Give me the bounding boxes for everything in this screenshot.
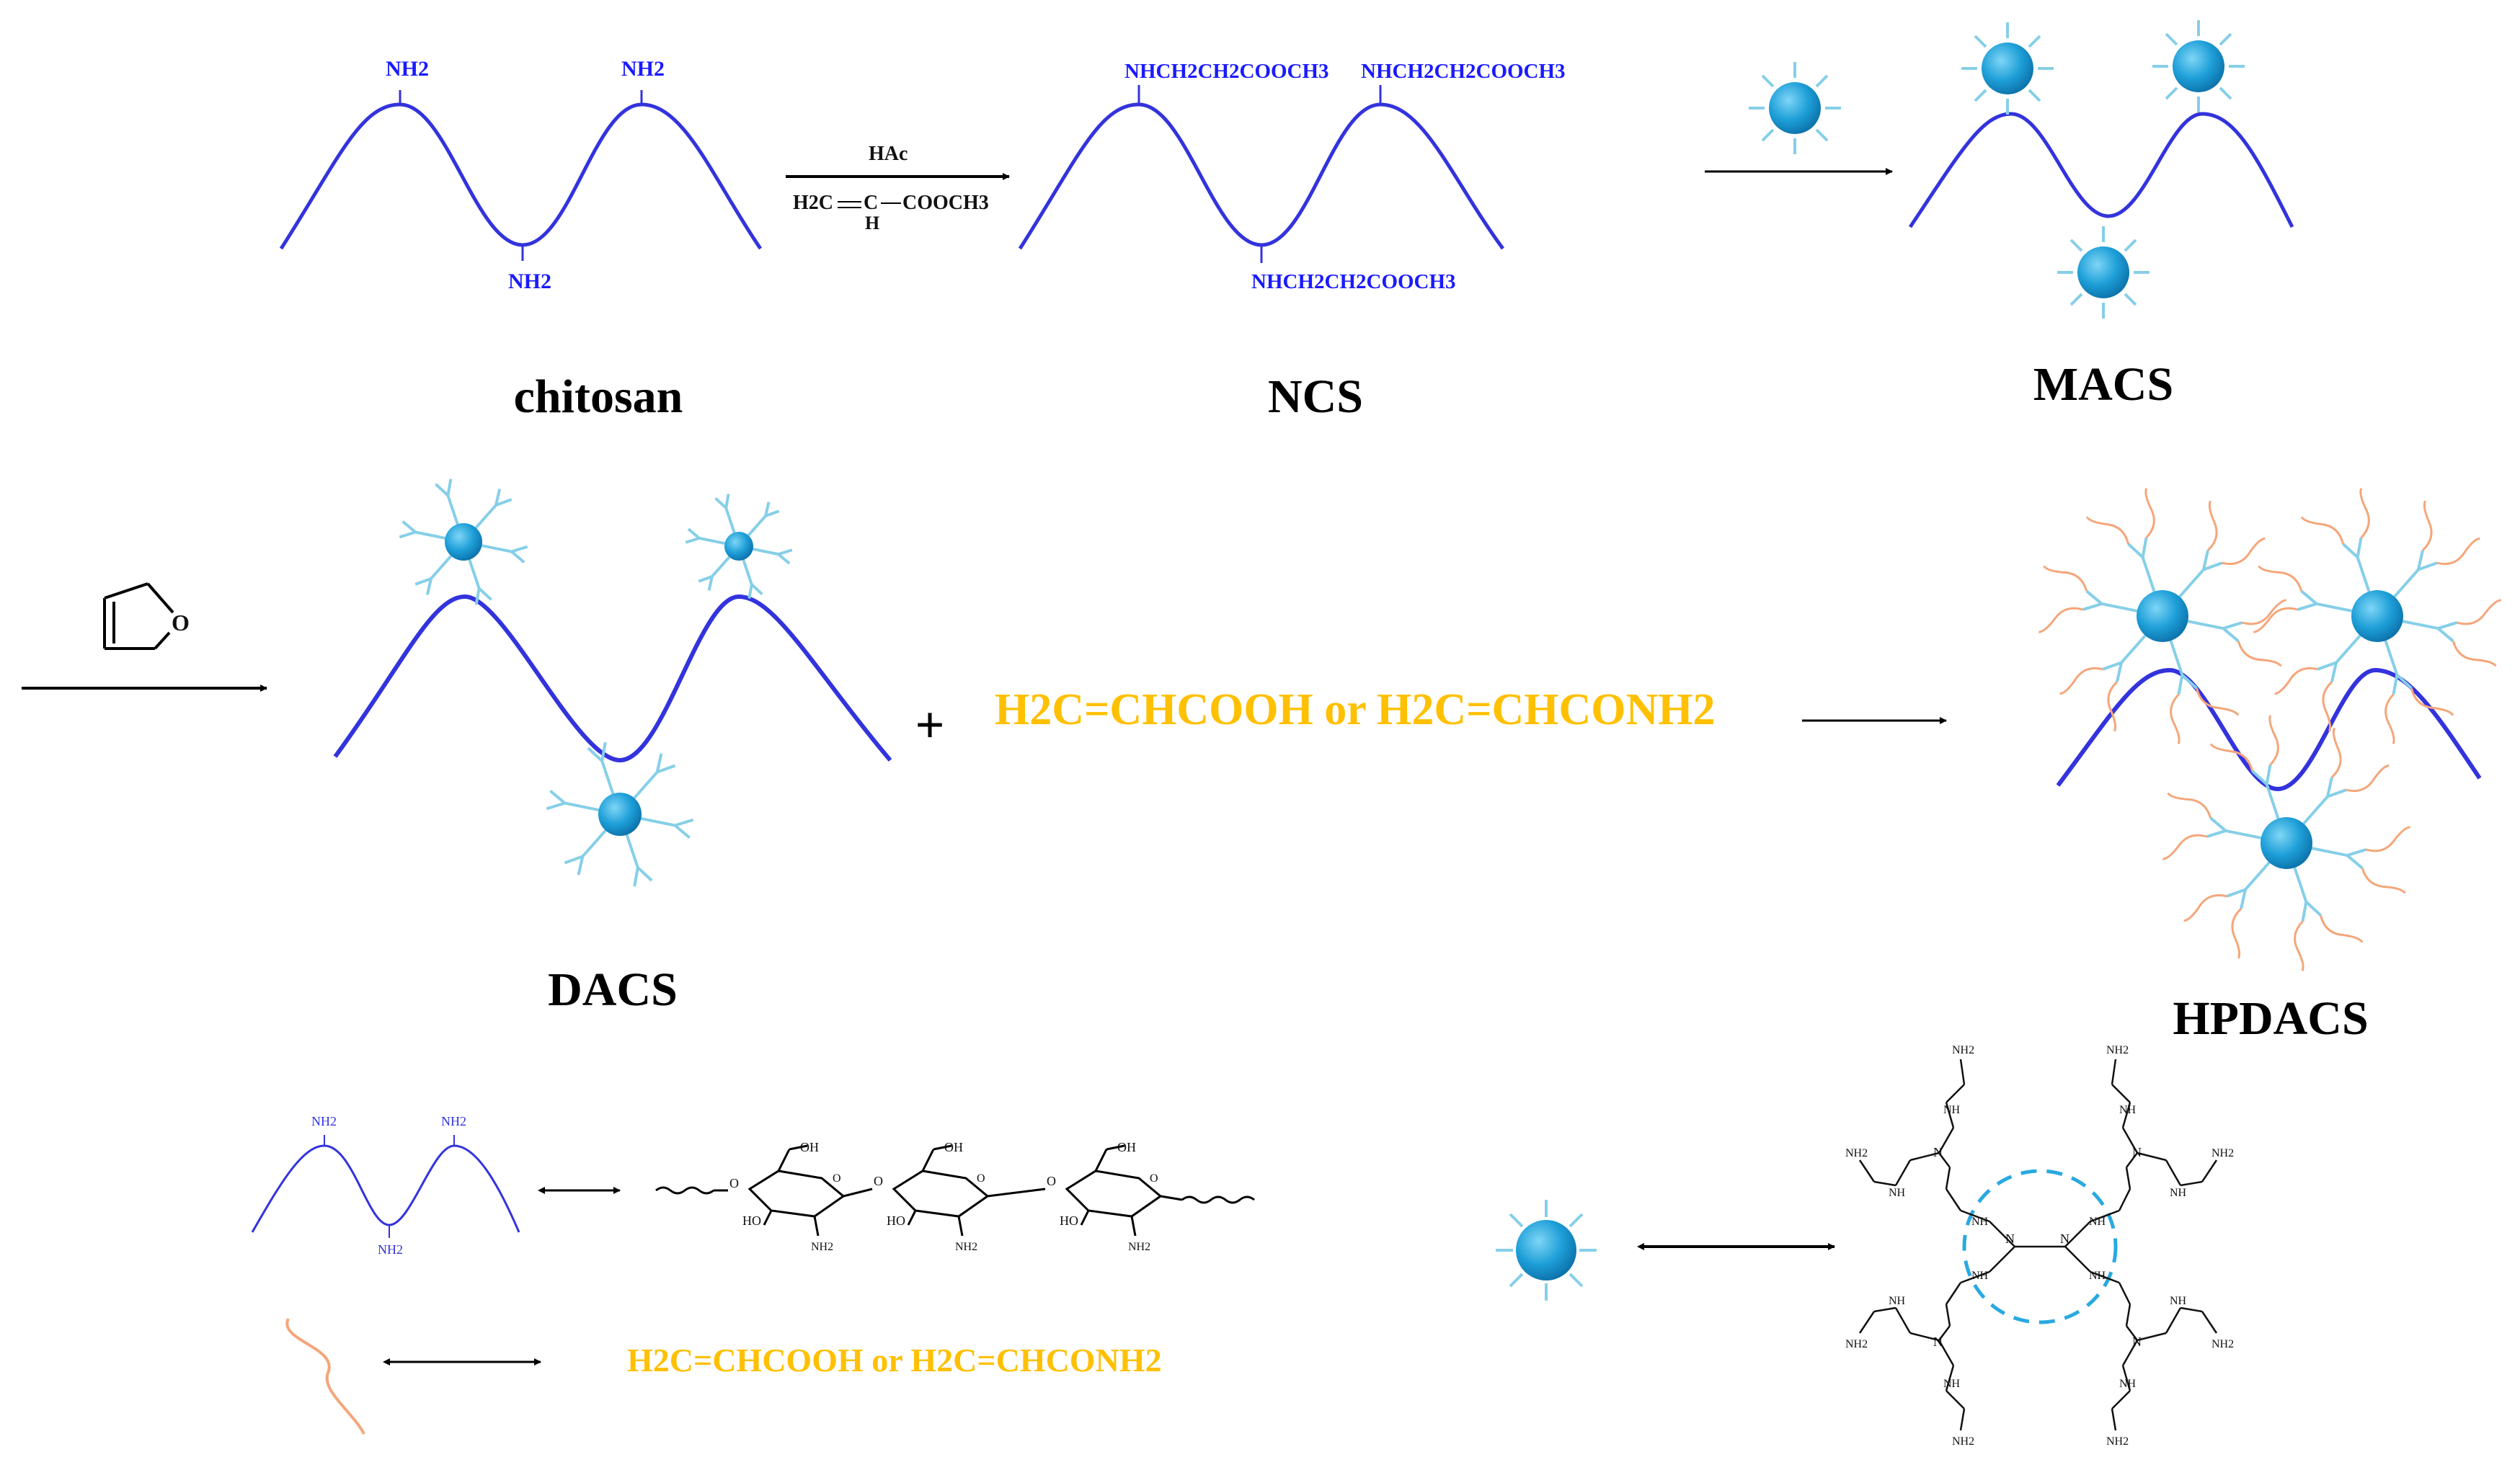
n-label: N [2132,1335,2142,1349]
nh2-label: NH2 [2211,1338,2234,1350]
nh2-label: NH2 [2106,1044,2129,1056]
nh2-label: NH2 [1845,1338,1868,1350]
o-label: O [1047,1174,1056,1188]
dihydrofuran-oxygen: O [172,610,190,636]
nh2-label: NH2 [2211,1147,2234,1159]
legend-nh2: NH2 [311,1114,337,1128]
macs-label: MACS [2033,358,2173,411]
oh-label: OH [944,1140,963,1154]
dihydrofuran-icon [103,582,174,650]
dendrimer-icon [546,741,694,887]
nh-label: NH [1971,1270,1989,1282]
nh2-group: NH2 [386,57,429,81]
pamam-sphere-icon [1961,22,2054,115]
legend-graft: H2C=CHCOOH or H2C=CHCONH2 [285,1318,1162,1435]
n-label: N [1933,1335,1943,1349]
pamam-sphere-icon [2057,226,2149,318]
ho-label: HO [887,1213,905,1228]
nh2-group: NH2 [621,57,665,81]
pamam-dendrimer-structure [1858,1059,2218,1431]
acrylate-carbon: C [864,192,878,214]
nh-label: NH [1889,1187,1906,1199]
nh2-label: NH2 [811,1241,833,1253]
dendrimer-icon [2038,488,2286,744]
reaction-arrow-pamam [1705,62,1893,175]
oh-label: OH [800,1140,819,1154]
dacs-structure [333,594,892,763]
oh-label: OH [1117,1140,1136,1154]
nh-label: NH [2089,1216,2106,1228]
n-label: N [2005,1231,2015,1246]
pamam-atom-labels: N N N N N N NH NH NH NH NH NH NH NH NH N… [1845,1044,2234,1448]
nh-label: NH [2119,1378,2137,1390]
legend-nh2: NH2 [441,1114,466,1128]
hpdacs-label: HPDACS [2173,992,2368,1045]
n-label: N [1933,1145,1943,1159]
reaction-arrow-michael: HAc H2C C COOCH3 H [786,143,1010,233]
nh2-group: NH2 [508,270,551,293]
o-label: O [874,1174,883,1188]
chitosan-backbone [279,102,763,250]
nh2-label: NH2 [1845,1147,1868,1159]
nh-label: NH [1943,1104,1961,1116]
legend-chitosan: NH2 NH2 NH2 [251,1114,621,1257]
o-label: O [977,1172,985,1185]
macs-backbone [1908,112,2294,228]
dacs-backbone [333,594,892,763]
nh-label: NH [2170,1295,2187,1307]
glucosamine-chain [655,1144,1255,1237]
n-label: N [2060,1231,2069,1246]
dendrimer-icon [399,478,528,605]
nh-label: NH [1971,1216,1989,1228]
nh-label: NH [2089,1270,2106,1282]
ho-label: HO [1060,1213,1078,1228]
graft-chain-icon [285,1318,365,1435]
legend-nh2: NH2 [378,1242,403,1257]
reaction-arrow-dihydrofuran: O [22,582,267,692]
ester-group: NHCH2CH2COOCH3 [1251,270,1456,293]
nh-label: NH [1889,1295,1906,1307]
nh-label: NH [1943,1378,1961,1390]
acrylate-left: H2C [793,192,833,214]
hac-reagent: HAc [869,143,908,165]
o-label: O [833,1172,841,1185]
nh-label: NH [2170,1187,2187,1199]
o-label: O [729,1176,739,1190]
monomers-text: H2C=CHCOOH or H2C=CHCONH2 [995,685,1716,734]
ester-group: NHCH2CH2COOCH3 [1361,60,1566,83]
nh-label: NH [2119,1104,2137,1116]
nh2-label: NH2 [2106,1435,2129,1448]
pamam-sphere-icon [1749,62,1841,154]
pamam-sphere-icon [1496,1200,1597,1301]
chitosan-label: chitosan [514,370,683,423]
legend-sphere [1496,1200,1835,1301]
dendrimer-icon [2162,715,2410,971]
dacs-dendrimers [399,478,793,887]
acrylate-right: COOCH3 [902,192,989,214]
dendrimer-icon [2253,488,2501,744]
acrylate-hydrogen: H [865,213,879,233]
hpdacs-dendrimers [2038,488,2501,971]
pamam-sphere-icon [2152,20,2245,112]
nh2-label: NH2 [1128,1241,1150,1253]
ncs-backbone [1018,102,1505,250]
legend-monomers-text: H2C=CHCOOH or H2C=CHCONH2 [627,1342,1162,1378]
o-label: O [1150,1172,1158,1185]
plus-sign: + [915,696,944,754]
chitosan-structure: NH2 NH2 NH2 [279,57,763,293]
ho-label: HO [742,1213,761,1228]
nh2-label: NH2 [1952,1435,1974,1448]
pamam-core-ring [1962,1169,2118,1324]
dacs-label: DACS [548,963,678,1016]
ncs-structure: NHCH2CH2COOCH3 NHCH2CH2COOCH3 NHCH2CH2CO… [1018,60,1566,293]
nh2-label: NH2 [955,1241,977,1253]
dendrimer-icon [685,494,793,599]
ncs-label: NCS [1268,370,1363,423]
n-label: N [2132,1145,2142,1159]
ester-group: NHCH2CH2COOCH3 [1124,60,1329,83]
nh2-label: NH2 [1952,1044,1974,1056]
macs-structure [1908,20,2294,318]
